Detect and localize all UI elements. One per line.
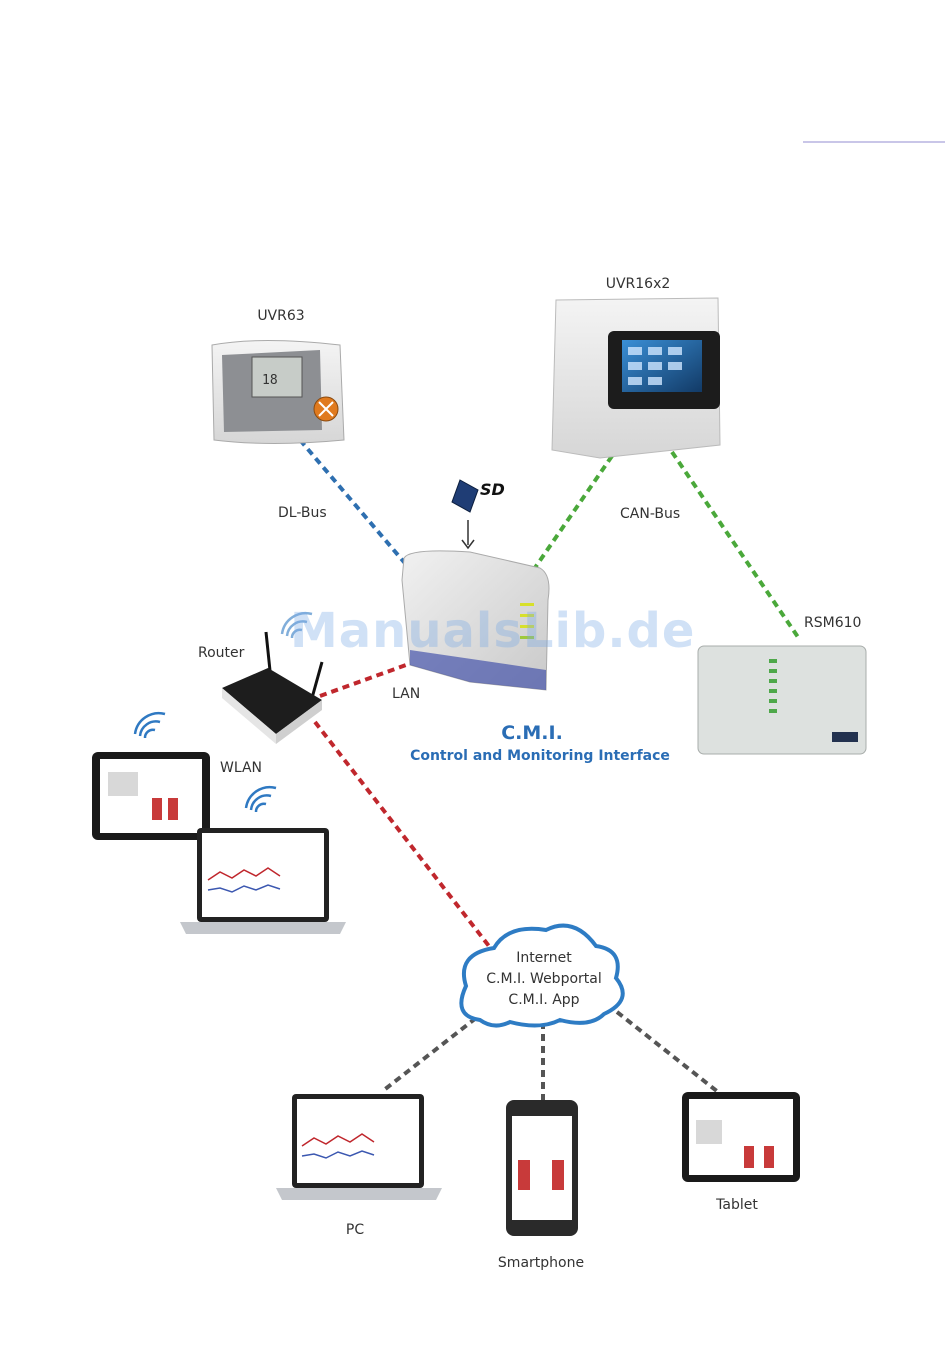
uvr16x2-device <box>552 298 720 458</box>
rsm610-label: RSM610 <box>804 615 861 631</box>
uvr63-label: UVR63 <box>257 308 304 324</box>
smartphone-label: Smartphone <box>498 1255 584 1271</box>
wifi-icon <box>135 713 165 738</box>
uvr16x2-label: UVR16x2 <box>606 276 671 292</box>
lan-label: LAN <box>392 686 420 702</box>
uvr63-device: 18 <box>212 341 344 444</box>
smartphone-device <box>506 1100 578 1236</box>
cmi-subtitle: Control and Monitoring Interface <box>410 748 670 764</box>
cloud-line-internet: Internet <box>486 948 601 969</box>
pc-label: PC <box>346 1222 364 1238</box>
tablet-wlan-device <box>92 752 210 840</box>
rsm610-device <box>698 646 866 754</box>
tablet-label: Tablet <box>716 1197 758 1213</box>
dl-bus-label: DL-Bus <box>278 505 327 521</box>
internet-connection <box>315 722 718 1100</box>
cloud-line-webportal: C.M.I. Webportal <box>486 969 601 990</box>
cmi-title: C.M.I. <box>501 722 563 744</box>
pc-device <box>276 1094 442 1200</box>
wlan-label: WLAN <box>220 760 262 776</box>
svg-text:SD: SD <box>480 480 505 499</box>
cloud-text: Internet C.M.I. Webportal C.M.I. App <box>486 948 601 1011</box>
sd-card-icon: SD <box>452 480 505 548</box>
svg-text:18: 18 <box>262 373 278 388</box>
laptop-wlan-device <box>180 828 346 934</box>
tablet-device <box>682 1092 800 1182</box>
router-label: Router <box>198 645 244 661</box>
cloud-line-app: C.M.I. App <box>486 990 601 1011</box>
watermark: ManualsLib.de <box>290 603 695 659</box>
can-bus-label: CAN-Bus <box>620 506 680 522</box>
wifi-icon <box>246 787 276 812</box>
